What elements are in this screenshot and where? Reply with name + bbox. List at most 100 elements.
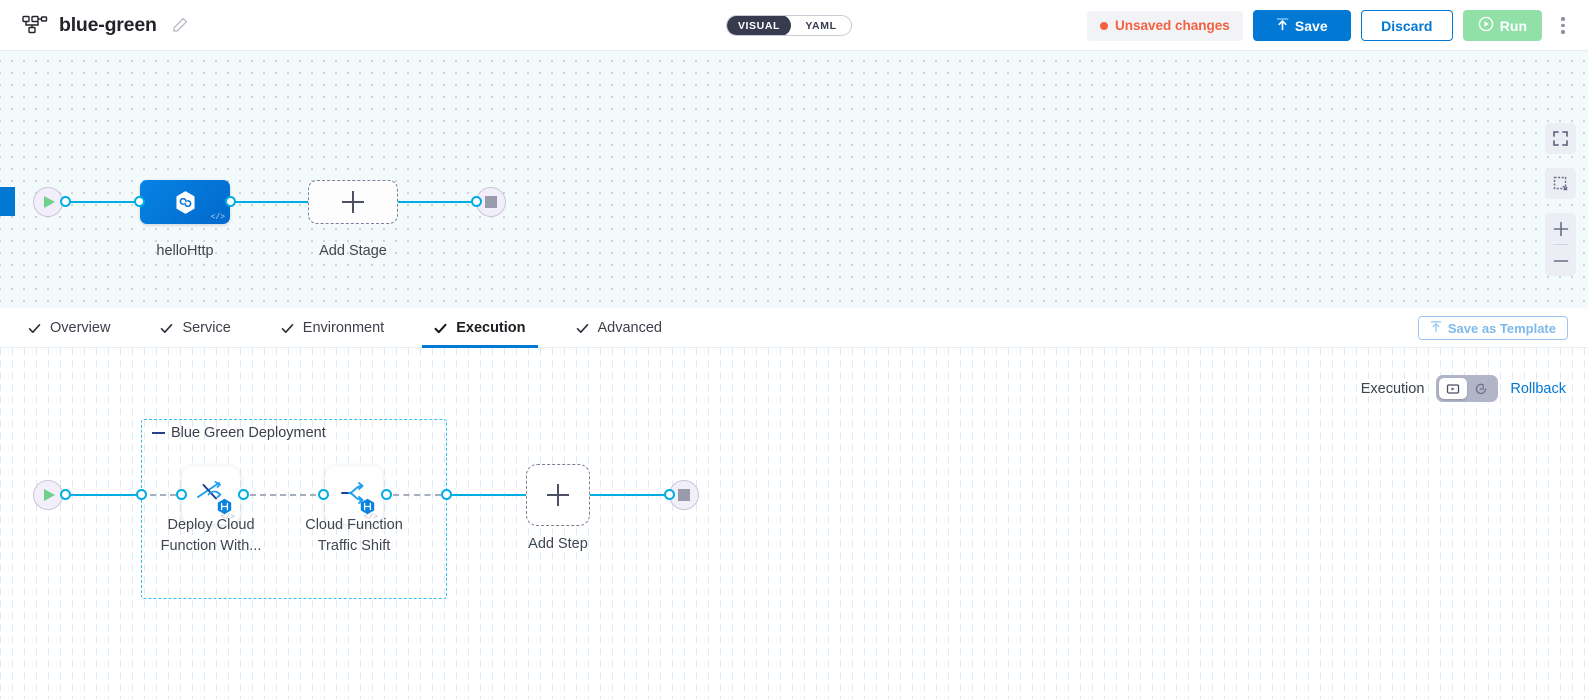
visual-yaml-toggle[interactable]: VISUAL YAML xyxy=(726,15,852,36)
plus-icon xyxy=(342,191,364,213)
stage-label: helloHttp xyxy=(156,243,214,259)
add-stage-button[interactable] xyxy=(308,180,398,224)
execution-start-port[interactable] xyxy=(60,489,71,500)
tab-environment[interactable]: Environment xyxy=(281,308,384,348)
execution-run-icon[interactable] xyxy=(1439,378,1468,399)
wire-start-to-stage xyxy=(68,201,140,203)
stop-end-icon xyxy=(485,196,497,208)
tab-label: Advanced xyxy=(597,320,663,336)
header-left-group: blue-green xyxy=(0,14,188,37)
selection-box-icon[interactable] xyxy=(1545,168,1576,199)
canvas-left-accent-bar xyxy=(0,187,15,216)
zoom-out-icon[interactable] xyxy=(1545,245,1576,276)
check-icon xyxy=(28,322,41,335)
step-group-blue-green[interactable] xyxy=(141,419,447,599)
step2-code-tag: </> xyxy=(363,513,378,522)
execution-rollback-toggle[interactable] xyxy=(1436,375,1499,402)
fullscreen-tool-card[interactable] xyxy=(1545,123,1576,154)
tab-label: Environment xyxy=(302,320,385,336)
pencil-edit-icon[interactable] xyxy=(168,17,188,33)
step2-output-port[interactable] xyxy=(381,489,392,500)
check-icon xyxy=(160,322,173,335)
step2-label: Cloud Function Traffic Shift xyxy=(295,515,413,557)
traffic-split-icon xyxy=(338,479,370,512)
step1-label-line2: Function With... xyxy=(160,538,262,554)
check-icon xyxy=(576,322,589,335)
unsaved-dot-icon xyxy=(1099,21,1108,30)
run-button[interactable]: Run xyxy=(1462,10,1542,41)
pipeline-start-node[interactable] xyxy=(33,187,63,217)
stage-canvas[interactable]: </> helloHttp Add Stage xyxy=(0,51,1588,308)
execution-label: Execution xyxy=(1360,380,1425,397)
stage-code-tag: </> xyxy=(210,213,225,222)
stop-end-icon xyxy=(678,489,690,501)
tab-advanced[interactable]: Advanced xyxy=(576,308,663,348)
plus-icon xyxy=(547,484,569,506)
selection-tool-card[interactable] xyxy=(1545,168,1576,199)
wire-group-to-addstep xyxy=(450,494,526,496)
template-upload-icon xyxy=(1430,320,1442,336)
canvas-tools xyxy=(1545,123,1576,290)
step1-code-tag: </> xyxy=(220,513,235,522)
status-badge-unsaved: Unsaved changes xyxy=(1086,10,1243,41)
stage-config-tabbar: Overview Service Environment Execution xyxy=(0,308,1588,348)
step-canvas-inner: Execution Rollback xyxy=(0,348,1588,699)
stage-input-port[interactable] xyxy=(134,196,145,207)
run-label: Run xyxy=(1499,17,1527,34)
mode-yaml[interactable]: YAML xyxy=(805,19,837,32)
tab-service[interactable]: Service xyxy=(160,308,231,348)
fullscreen-fit-icon[interactable] xyxy=(1545,123,1576,154)
step2-label-line1: Cloud Function xyxy=(305,517,403,533)
save-as-template-button[interactable]: Save as Template xyxy=(1417,316,1568,340)
end-input-port[interactable] xyxy=(471,196,482,207)
step-node-cloud-function-traffic-shift[interactable]: </> xyxy=(325,466,383,524)
kebab-menu-icon[interactable] xyxy=(1552,11,1574,41)
step2-input-port[interactable] xyxy=(318,489,329,500)
deploy-function-icon xyxy=(195,478,227,513)
wire-dash-step2-to-groupexit xyxy=(393,494,441,496)
add-step-label: Add Step xyxy=(528,536,588,552)
play-start-icon xyxy=(44,196,55,208)
execution-start-node[interactable] xyxy=(33,480,63,510)
tab-label: Execution xyxy=(456,320,526,336)
rollback-icon[interactable] xyxy=(1467,378,1495,399)
add-step-button[interactable] xyxy=(526,464,590,526)
step-group-title: Blue Green Deployment xyxy=(152,425,326,441)
save-as-template-label: Save as Template xyxy=(1447,320,1556,336)
stage-node-hellohttp[interactable]: </> xyxy=(140,180,230,224)
wire-addstep-to-end xyxy=(590,494,672,496)
run-play-icon xyxy=(1478,16,1494,35)
mode-visual[interactable]: VISUAL xyxy=(727,16,791,35)
execution-step-canvas[interactable]: Execution Rollback xyxy=(0,348,1588,699)
stage-output-port[interactable] xyxy=(225,196,236,207)
zoom-in-icon[interactable] xyxy=(1545,213,1576,244)
wire-start-to-group xyxy=(68,494,144,496)
play-start-icon xyxy=(44,489,55,501)
tab-list: Overview Service Environment Execution xyxy=(0,308,1588,348)
step1-output-port[interactable] xyxy=(238,489,249,500)
execution-end-port[interactable] xyxy=(664,489,675,500)
check-icon xyxy=(434,322,447,335)
rollback-link[interactable]: Rollback xyxy=(1510,380,1566,397)
save-label: Save xyxy=(1294,17,1328,34)
page-title: blue-green xyxy=(59,13,157,36)
wire-dash-step1-to-step2 xyxy=(250,494,316,496)
collapse-dash-icon[interactable] xyxy=(152,431,165,435)
group-exit-port[interactable] xyxy=(441,489,452,500)
save-button[interactable]: Save xyxy=(1252,10,1351,41)
start-output-port[interactable] xyxy=(60,196,71,207)
tab-label: Service xyxy=(182,320,231,336)
wire-addstage-to-end xyxy=(398,201,478,203)
step1-label: Deploy Cloud Function With... xyxy=(152,515,270,557)
tab-execution[interactable]: Execution xyxy=(422,308,538,348)
step-node-deploy-cloud-function[interactable]: </> xyxy=(182,466,240,524)
group-entry-port[interactable] xyxy=(136,489,147,500)
tab-overview[interactable]: Overview xyxy=(28,308,110,348)
wire-stage-to-addstage xyxy=(233,201,308,203)
tool-divider xyxy=(1553,244,1568,245)
unsaved-label: Unsaved changes xyxy=(1114,18,1230,33)
zoom-tool-card[interactable] xyxy=(1545,213,1576,276)
step1-input-port[interactable] xyxy=(176,489,187,500)
discard-button[interactable]: Discard xyxy=(1360,10,1453,41)
